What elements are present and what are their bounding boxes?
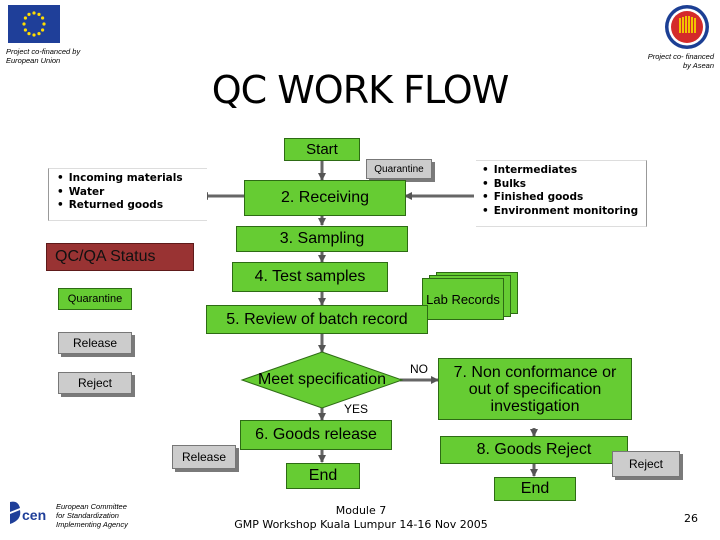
page-number: 26 xyxy=(684,512,698,525)
yes-label: YES xyxy=(344,402,369,416)
status-reject-label: Reject xyxy=(58,372,132,394)
meet-spec-label: Meet specification xyxy=(257,371,387,388)
page-title: QC WORK FLOW xyxy=(211,68,510,112)
input-item: Water xyxy=(57,186,207,200)
asean-caption: Project co- financed by Asean xyxy=(647,52,714,70)
input-item: Intermediates xyxy=(482,164,646,178)
svg-text:cen: cen xyxy=(22,507,46,523)
lab-records-stack: Lab Records xyxy=(422,272,518,320)
cen-logo: cen xyxy=(8,498,48,528)
eu-stars-icon xyxy=(22,11,46,37)
goods-reject-step: 8. Goods Reject xyxy=(440,436,628,464)
footer-module: Module 7 xyxy=(335,504,387,517)
footer-workshop: GMP Workshop Kuala Lumpur 14-16 Nov 2005 xyxy=(234,518,488,531)
status-panel-title: QC/QA Status xyxy=(46,243,194,271)
status-release-label: Release xyxy=(58,332,132,354)
cen-logo-icon: cen xyxy=(8,498,48,528)
decision-diamond xyxy=(240,351,404,409)
cen-caption-line: European Committee xyxy=(56,502,127,511)
non-conformance-step: 7. Non conformance or out of specificati… xyxy=(438,358,632,420)
right-inputs-box: Intermediates Bulks Finished goods Envir… xyxy=(476,160,647,227)
cen-caption-line: Implementing Agency xyxy=(56,520,128,529)
reject-tag: Reject xyxy=(612,451,680,477)
sampling-step: 3. Sampling xyxy=(236,226,408,252)
goods-release-step: 6. Goods release xyxy=(240,420,392,450)
input-item: Finished goods xyxy=(482,191,646,205)
input-item: Incoming materials xyxy=(57,172,207,186)
input-item: Environment monitoring xyxy=(482,205,646,219)
input-item: Returned goods xyxy=(57,199,207,213)
release-tag: Release xyxy=(172,445,236,469)
status-quarantine-label: Quarantine xyxy=(58,288,132,310)
lab-records-label: Lab Records xyxy=(422,278,504,320)
end-node-right: End xyxy=(494,477,576,501)
review-step: 5. Review of batch record xyxy=(206,305,428,334)
no-label: NO xyxy=(410,362,428,376)
asean-logo xyxy=(664,4,710,50)
end-node-left: End xyxy=(286,463,360,489)
test-samples-step: 4. Test samples xyxy=(232,262,388,292)
cen-caption: European Committee for Standardization I… xyxy=(56,502,166,529)
eu-caption: Project co-financed by European Union xyxy=(6,47,81,65)
receiving-step: 2. Receiving xyxy=(244,180,406,216)
start-node: Start xyxy=(284,138,360,161)
input-item: Bulks xyxy=(482,178,646,192)
cen-caption-line: for Standardization xyxy=(56,511,119,520)
eu-flag-logo xyxy=(8,5,60,43)
left-inputs-box: Incoming materials Water Returned goods xyxy=(48,168,207,221)
asean-emblem-icon xyxy=(665,5,709,49)
quarantine-tag: Quarantine xyxy=(366,159,432,179)
